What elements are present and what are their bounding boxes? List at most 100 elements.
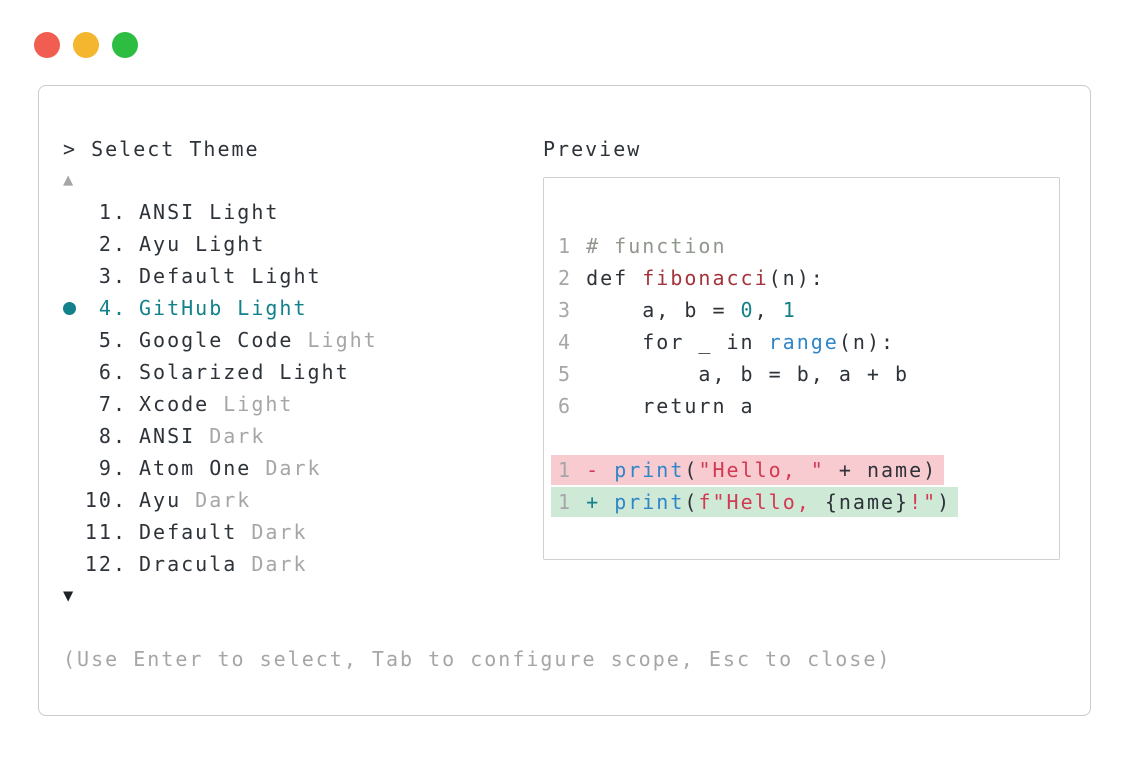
theme-item-variant: Dark: [195, 488, 252, 512]
code-token: (: [684, 490, 699, 514]
theme-item-number: 1.: [98, 200, 127, 224]
theme-item-variant: Light: [237, 296, 308, 320]
line-number: 2: [558, 266, 587, 290]
code-token: def: [586, 266, 643, 290]
theme-item-8[interactable]: 8.ANSI Dark: [63, 420, 543, 452]
theme-item-number: 12.: [84, 552, 127, 576]
code-token: f"Hello,: [698, 490, 825, 514]
theme-item-2[interactable]: 2. Ayu Light: [63, 228, 543, 260]
selected-dot-icon: [63, 301, 76, 315]
line-number: 1: [558, 234, 587, 258]
theme-item-9[interactable]: 9.Atom One Dark: [63, 452, 543, 484]
theme-item-label: Default Dark: [139, 520, 308, 544]
selected-indicator: [63, 292, 83, 324]
theme-item-number: 11.: [84, 520, 127, 544]
code-content: 5 a, b = b, a + b: [558, 359, 909, 389]
code-line-3: 3 a, b = 0, 1: [558, 294, 1059, 326]
theme-item-3[interactable]: 3. Default Light: [63, 260, 543, 292]
code-content: 2 def fibonacci(n):: [558, 263, 825, 293]
theme-item-1[interactable]: 1. ANSI Light: [63, 196, 543, 228]
item-marker: [63, 420, 83, 452]
theme-item-10[interactable]: 10.Ayu Dark: [63, 484, 543, 516]
theme-item-label: Ayu Dark: [139, 488, 252, 512]
theme-item-variant: Light: [223, 392, 294, 416]
code-token: for _ in: [586, 330, 769, 354]
theme-item-number: 3.: [98, 264, 127, 288]
theme-item-variant: Dark: [251, 552, 308, 576]
item-marker: [63, 548, 83, 580]
code-token: -: [586, 458, 615, 482]
select-theme-title: > Select Theme: [63, 137, 260, 161]
window-traffic-lights: [34, 32, 138, 58]
theme-item-number: 6.: [98, 360, 127, 384]
code-token: 0: [740, 298, 755, 322]
code-token: !": [909, 490, 938, 514]
code-content: 6 return a: [558, 391, 755, 421]
theme-item-label: Solarized Light: [139, 360, 350, 384]
diff-highlight: 1 + print(f"Hello, {name}!"): [551, 487, 959, 517]
item-marker: [63, 196, 83, 228]
theme-item-label: Default Light: [139, 264, 322, 288]
theme-item-label: GitHub Light: [139, 296, 308, 320]
code-token: ): [937, 490, 952, 514]
item-marker: [63, 516, 83, 548]
code-token: print: [614, 458, 685, 482]
line-number: 3: [558, 298, 587, 322]
theme-item-number: 5.: [98, 328, 127, 352]
close-button[interactable]: [34, 32, 60, 58]
code-line-4: 4 for _ in range(n):: [558, 326, 1059, 358]
code-token: (n):: [838, 330, 896, 354]
code-token: return a: [586, 394, 755, 418]
theme-item-label: ANSI Light: [139, 200, 280, 224]
theme-item-variant: Light: [209, 200, 280, 224]
code-token: + name): [824, 458, 938, 482]
theme-item-number: 9.: [98, 456, 127, 480]
code-content: 4 for _ in range(n):: [558, 327, 895, 357]
theme-item-number: 4.: [98, 296, 127, 320]
help-text: (Use Enter to select, Tab to configure s…: [63, 647, 892, 671]
theme-item-variant: Light: [251, 264, 322, 288]
code-token: ,: [754, 298, 783, 322]
code-token: (n):: [768, 266, 825, 290]
item-marker: [63, 356, 83, 388]
code-line-1: 1 # function: [558, 230, 1059, 262]
theme-item-label: Google Code Light: [139, 328, 378, 352]
line-number: 1: [558, 490, 587, 514]
item-marker: [63, 484, 83, 516]
theme-item-label: Xcode Light: [139, 392, 294, 416]
minimize-button[interactable]: [73, 32, 99, 58]
code-blank-line: [558, 422, 1059, 454]
code-token: fibonacci: [642, 266, 769, 290]
scroll-up-icon[interactable]: ▲: [63, 170, 76, 190]
diff-highlight: 1 - print("Hello, " + name): [551, 455, 945, 485]
theme-item-label: Ayu Light: [139, 232, 266, 256]
theme-item-number: 2.: [98, 232, 127, 256]
theme-item-4[interactable]: 4. GitHub Light: [63, 292, 543, 324]
code-token: "Hello, ": [698, 458, 825, 482]
theme-picker-panel: > Select Theme ▲ 1. ANSI Light 2. Ayu Light…: [38, 85, 1091, 716]
theme-item-12[interactable]: 12.Dracula Dark: [63, 548, 543, 580]
item-marker: [63, 388, 83, 420]
theme-item-7[interactable]: 7.Xcode Light: [63, 388, 543, 420]
code-token: (: [684, 458, 699, 482]
preview-title: Preview: [543, 137, 642, 161]
code-content: 3 a, b = 0, 1: [558, 295, 797, 325]
zoom-button[interactable]: [112, 32, 138, 58]
theme-item-variant: Dark: [265, 456, 322, 480]
diff-removed-line: 1 - print("Hello, " + name): [551, 454, 1059, 486]
code-token: {name}: [824, 490, 910, 514]
code-token: a, b =: [586, 298, 741, 322]
code-token: 1: [782, 298, 797, 322]
item-marker: [63, 324, 83, 356]
line-number: 4: [558, 330, 587, 354]
theme-item-11[interactable]: 11. Default Dark: [63, 516, 543, 548]
code-line-2: 2 def fibonacci(n):: [558, 262, 1059, 294]
theme-item-5[interactable]: 5. Google Code Light: [63, 324, 543, 356]
scroll-down-icon[interactable]: ▼: [63, 586, 76, 606]
theme-item-6[interactable]: 6. Solarized Light: [63, 356, 543, 388]
item-marker: [63, 260, 83, 292]
theme-item-number: 8.: [98, 424, 127, 448]
code-token: +: [586, 490, 615, 514]
code-line-5: 5 a, b = b, a + b: [558, 358, 1059, 390]
